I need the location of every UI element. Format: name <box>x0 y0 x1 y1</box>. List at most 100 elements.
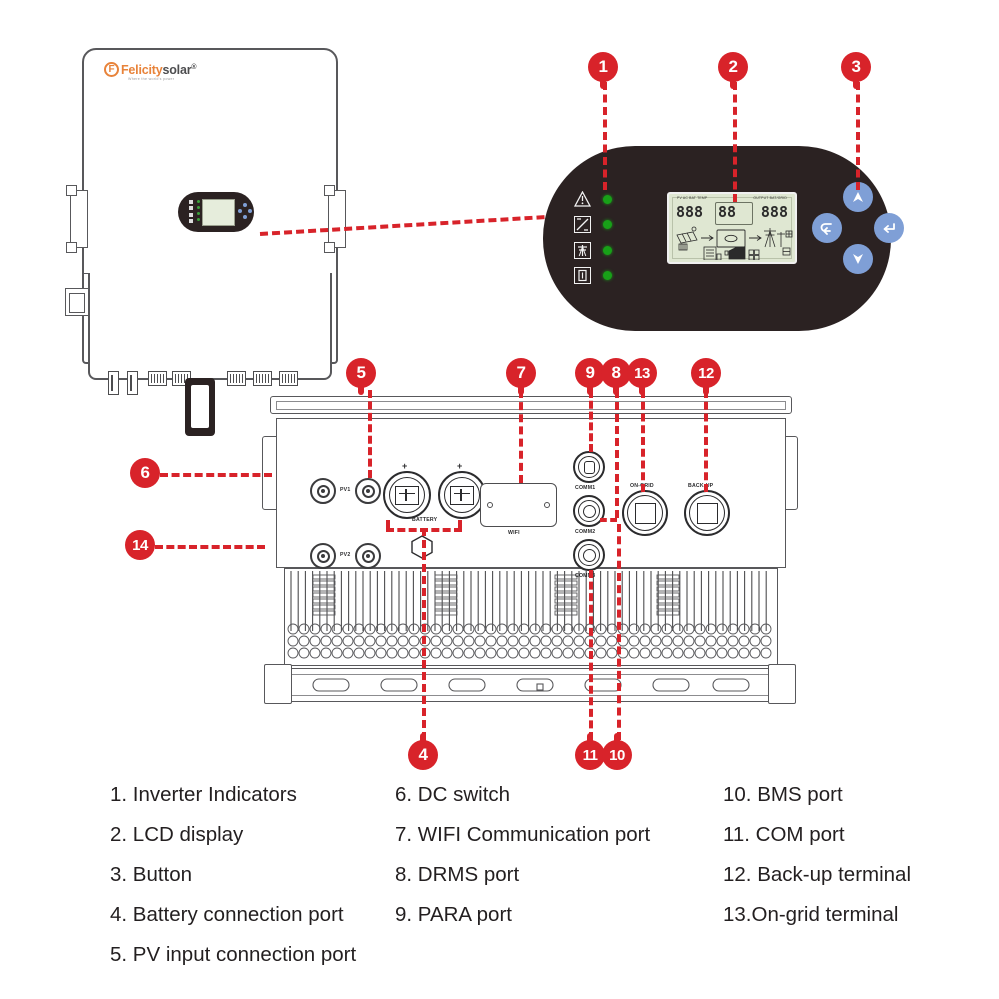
heat-sink <box>284 568 778 666</box>
callout-9[interactable]: 9 <box>575 358 605 395</box>
base-slots <box>312 678 750 692</box>
inverter-lower-enclosure <box>88 273 332 380</box>
back-up-label: BACK-UP <box>688 483 714 489</box>
legend-item: 3. Button <box>110 863 193 886</box>
legend-item: 10. BMS port <box>723 783 843 806</box>
lcd-digits-left: 888 <box>676 203 704 221</box>
lcd-digits-center: 88 <box>718 203 737 221</box>
cable-gland-4 <box>253 371 272 386</box>
callout-10[interactable]: 10 <box>602 733 632 770</box>
lcd-header-left: PV AC BAT TEMP <box>677 196 708 200</box>
brand-logo: F Felicitysolar® <box>104 62 197 77</box>
leader-4-stem <box>422 528 426 740</box>
callout-13[interactable]: 13 <box>627 358 657 395</box>
pv2-positive-connector[interactable] <box>355 543 381 569</box>
mini-button-cluster[interactable] <box>238 203 252 219</box>
callout-2[interactable]: 2 <box>718 52 748 89</box>
indicator-row-grid <box>574 239 612 261</box>
legend-item: 4. Battery connection port <box>110 903 344 926</box>
mini-lcd <box>202 199 235 226</box>
cable-gland-3 <box>227 371 246 386</box>
indicator-row-warning <box>574 188 612 210</box>
leader-10 <box>617 524 621 740</box>
comm1-label: COMM1 <box>575 485 596 491</box>
callout-8[interactable]: 8 <box>601 358 631 395</box>
esc-button[interactable] <box>812 213 842 243</box>
mounting-foot-left <box>264 664 292 704</box>
grid-tower-icon <box>574 241 591 259</box>
leader-14 <box>155 545 265 549</box>
led-battery <box>603 271 612 280</box>
leader-8-v <box>615 390 619 518</box>
pv1-negative-connector[interactable] <box>310 478 336 504</box>
callout-5[interactable]: 5 <box>346 358 376 395</box>
leader-12 <box>704 390 708 492</box>
battery-port-2[interactable] <box>438 471 486 519</box>
brand-name: Felicitysolar® <box>121 62 197 77</box>
logo-mark-icon: F <box>104 62 119 77</box>
indicator-row-battery <box>574 265 612 287</box>
brand-registered: ® <box>191 63 197 71</box>
led-warning <box>603 194 612 204</box>
lcd-energy-flow-diagram <box>676 226 793 260</box>
callout-1[interactable]: 1 <box>588 52 618 89</box>
chassis-top-inner-rail <box>276 401 786 410</box>
dc-switch-housing <box>65 288 89 316</box>
button-cluster[interactable] <box>812 182 904 274</box>
leader-8-h <box>600 518 617 522</box>
drms-bms-port[interactable] <box>573 495 605 527</box>
com-port[interactable] <box>573 539 605 571</box>
inverter-control-panel-small[interactable] <box>178 192 254 232</box>
pv2-label: PV2 <box>340 552 351 558</box>
callout-6[interactable]: 6 <box>130 458 160 488</box>
brand-tagline: Where the world's power <box>128 77 175 81</box>
leader-4-right <box>458 520 462 530</box>
mount-bracket-left <box>66 185 88 253</box>
legend-column-1: 1. Inverter Indicators 2. LCD display 3.… <box>110 775 356 975</box>
mounting-foot-right <box>768 664 796 704</box>
battery-port-1[interactable] <box>383 471 431 519</box>
callout-12[interactable]: 12 <box>691 358 721 395</box>
down-button[interactable] <box>843 244 873 274</box>
pv-connector-1 <box>108 371 119 395</box>
callout-11[interactable]: 11 <box>575 733 605 770</box>
brand-secondary: solar <box>162 62 192 77</box>
para-port[interactable] <box>573 451 605 483</box>
legend-item: 1. Inverter Indicators <box>110 783 297 806</box>
inverter-bottom-view <box>262 396 798 706</box>
pv2-negative-connector[interactable] <box>310 543 336 569</box>
warning-triangle-icon <box>574 191 591 208</box>
mini-indicator-icons <box>189 200 193 224</box>
on-grid-terminal[interactable] <box>622 490 668 536</box>
callout-7[interactable]: 7 <box>506 358 536 395</box>
wifi-port[interactable] <box>480 483 557 527</box>
battery-plus-2: + <box>457 461 463 471</box>
pv-solar-icon <box>574 216 591 233</box>
back-up-terminal[interactable] <box>684 490 730 536</box>
leader-3 <box>856 82 860 190</box>
leader-9 <box>589 390 593 452</box>
inverter-indicators-group <box>574 188 612 290</box>
legend-item: 8. DRMS port <box>395 863 520 886</box>
pv1-positive-connector[interactable] <box>355 478 381 504</box>
callout-3[interactable]: 3 <box>841 52 871 89</box>
cable-gland-5 <box>279 371 298 386</box>
pv1-label: PV1 <box>340 487 351 493</box>
wifi-label: WIFI <box>508 530 520 536</box>
lcd-center-frame <box>715 202 753 225</box>
callout-4[interactable]: 4 <box>408 733 438 770</box>
callout-14[interactable]: 14 <box>125 530 155 560</box>
legend-column-2: 6. DC switch 7. WIFI Communication port … <box>395 775 650 935</box>
indicator-row-pv <box>574 214 612 236</box>
led-grid <box>603 245 612 255</box>
dc-switch-lever[interactable] <box>185 378 215 436</box>
lcd-header-right: OUTPUT BAT/GRID <box>753 196 787 200</box>
battery-label: BATTERY <box>412 517 438 523</box>
battery-plus-1: + <box>402 461 408 471</box>
leader-6 <box>160 473 272 477</box>
enter-button[interactable] <box>874 213 904 243</box>
battery-icon <box>574 267 591 284</box>
leader-2 <box>733 82 737 202</box>
brand-primary: Felicity <box>121 62 163 77</box>
